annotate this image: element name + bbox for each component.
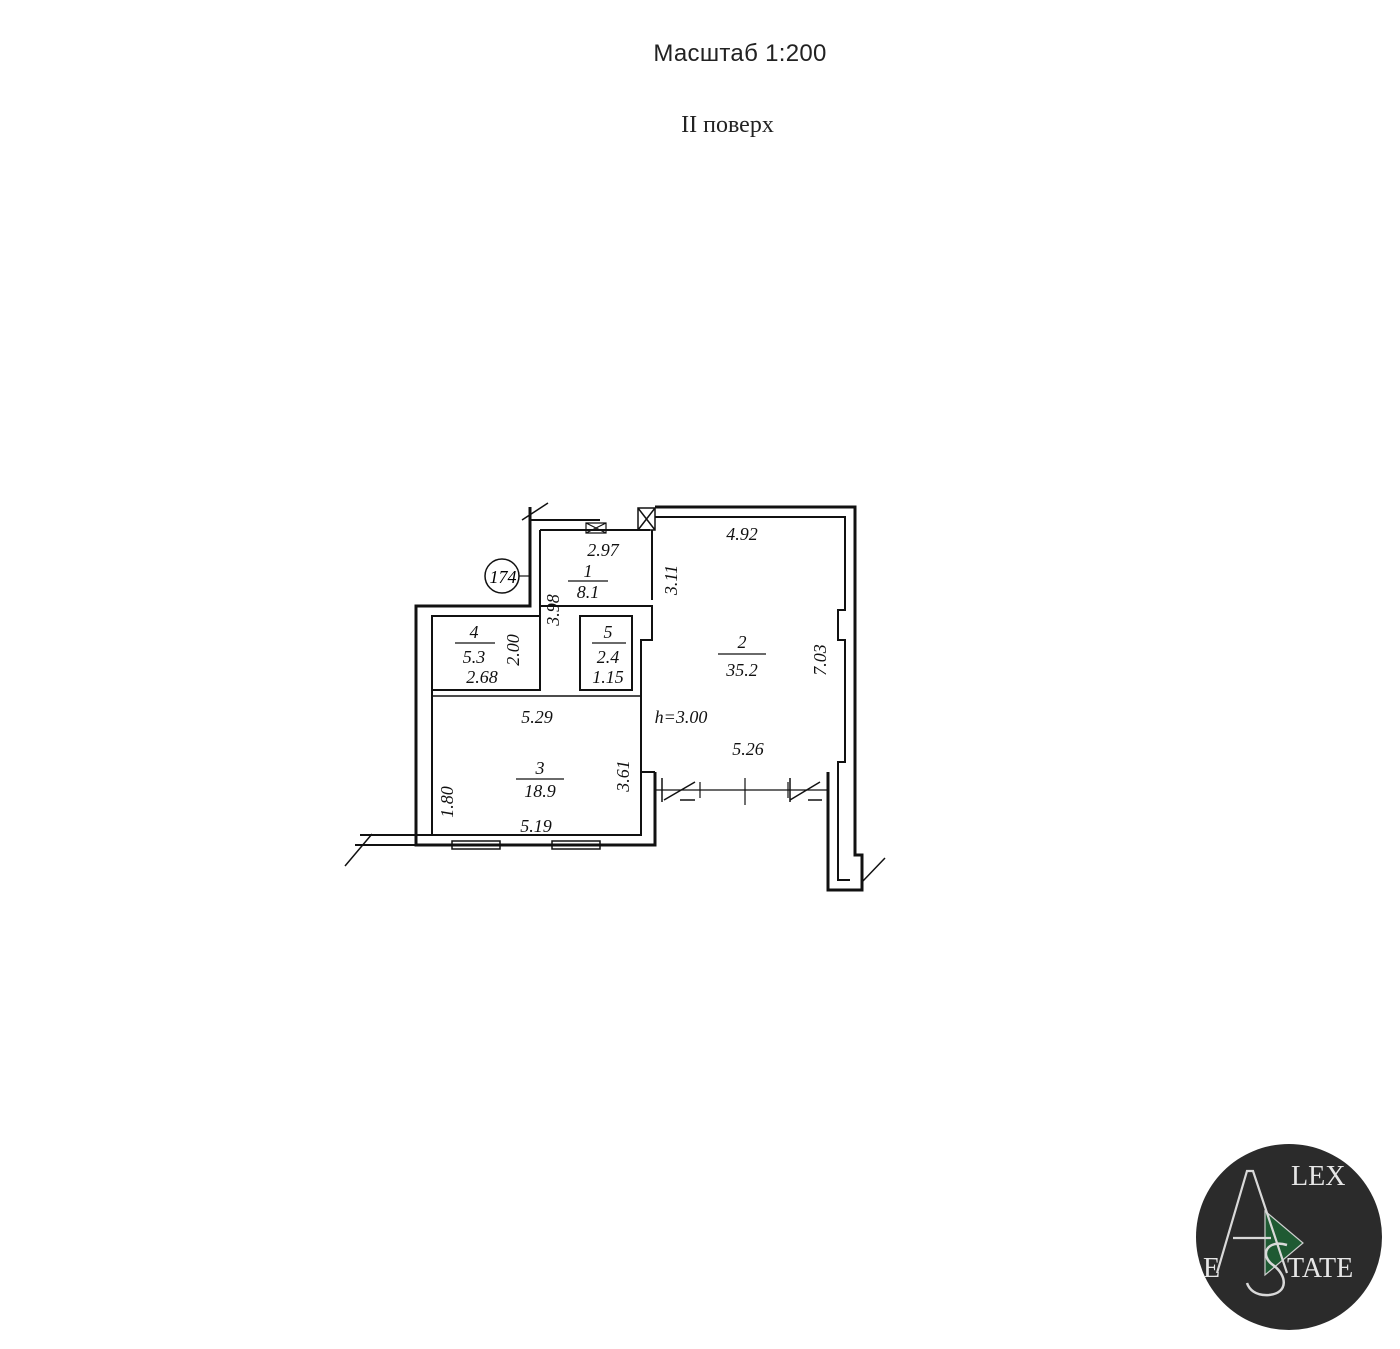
partition-wc — [579, 615, 633, 691]
break-mark-left — [661, 778, 696, 802]
dim-3-61: 3.61 — [613, 760, 633, 793]
vent-shaft — [637, 507, 656, 531]
dim-2-68: 2.68 — [466, 667, 498, 687]
inner-wall-right — [655, 516, 850, 881]
wall-extension-bottom-left — [344, 833, 373, 867]
dim-7-03: 7.03 — [810, 644, 830, 676]
room-1-number: 1 — [584, 561, 593, 581]
outer-wall-right — [655, 505, 864, 892]
dimension-labels: 2.97 4.92 2.68 1.15 5.29 h=3.00 5.26 5.1… — [437, 524, 830, 836]
wall-bottom-left — [355, 834, 432, 846]
logo-text-e: E — [1203, 1253, 1220, 1284]
window-left — [451, 840, 501, 850]
partition-hall-bottom — [540, 605, 653, 705]
building-number: 174 — [490, 567, 517, 587]
dim-5-29: 5.29 — [521, 707, 553, 727]
room-4-number: 4 — [470, 622, 479, 642]
room-4-area: 5.3 — [463, 647, 486, 667]
ceiling-height: h=3.00 — [655, 707, 708, 727]
partition-closet — [432, 616, 541, 691]
logo-text-lex: LEX — [1291, 1161, 1345, 1192]
logo-text-tate: TATE — [1287, 1253, 1353, 1284]
window-right — [551, 840, 601, 850]
wall-extension-bottom-right — [861, 857, 886, 883]
dim-2-00: 2.00 — [503, 634, 523, 666]
company-logo: LEX E TATE — [1196, 1144, 1382, 1330]
room-3-area: 18.9 — [524, 781, 556, 801]
wall-left-top — [414, 507, 657, 847]
dim-5-26: 5.26 — [732, 739, 764, 759]
floor-label: II поверх — [681, 112, 774, 138]
logo-letter-a — [1215, 1169, 1289, 1274]
wall-extension-top — [521, 502, 549, 521]
logo-letter-s — [1245, 1242, 1288, 1297]
dim-1-80: 1.80 — [437, 786, 457, 818]
opening-ticks — [699, 778, 789, 805]
room-3-number: 3 — [535, 758, 545, 778]
walls — [344, 502, 886, 892]
dim-3-98: 3.98 — [543, 594, 563, 627]
room-2-area: 35.2 — [725, 660, 758, 680]
vent-shaft-2 — [585, 522, 607, 534]
room-5-number: 5 — [604, 622, 613, 642]
dim-5-19: 5.19 — [520, 816, 552, 836]
wall-left-inner — [431, 530, 642, 836]
room-5-area: 2.4 — [597, 647, 620, 667]
room-1-area: 8.1 — [577, 582, 600, 602]
dim-2-97: 2.97 — [587, 540, 620, 560]
room-labels: 1 8.1 2 35.2 3 18.9 4 5.3 5 2.4 — [455, 561, 766, 801]
break-mark-right — [789, 778, 822, 802]
room-2-number: 2 — [738, 632, 747, 652]
building-marker: 174 — [484, 558, 530, 594]
dim-1-15: 1.15 — [592, 667, 624, 687]
dim-4-92: 4.92 — [726, 524, 758, 544]
scale-label: Масштаб 1:200 — [653, 40, 827, 67]
dim-3-11: 3.11 — [661, 565, 681, 596]
